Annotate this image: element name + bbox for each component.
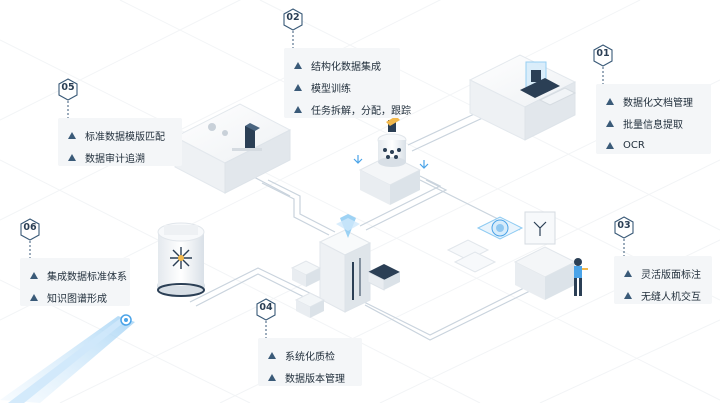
callout-06: 集成数据标准体系 知识图谱形成 bbox=[20, 258, 130, 306]
bullet-icon bbox=[606, 97, 614, 105]
callout-02-item-2: 模型训练 bbox=[311, 83, 351, 95]
badge-06: 06 bbox=[20, 218, 40, 258]
template-server bbox=[173, 103, 292, 194]
callout-01-item-3: OCR bbox=[623, 139, 645, 151]
bullet-icon bbox=[68, 131, 76, 139]
bullet-icon bbox=[268, 351, 276, 359]
callout-03-item-2: 无缝人机交互 bbox=[641, 291, 701, 303]
bullet-icon bbox=[30, 271, 38, 279]
document-station bbox=[468, 54, 577, 141]
bullet-icon bbox=[624, 269, 632, 277]
bullet-icon bbox=[606, 141, 614, 149]
callout-04-item-2: 数据版本管理 bbox=[285, 373, 345, 385]
callout-02-item-3: 任务拆解，分配，跟踪 bbox=[311, 105, 411, 117]
callout-06-item-1: 集成数据标准体系 bbox=[47, 271, 127, 283]
badge-03: 03 bbox=[614, 216, 634, 256]
badge-04: 04 bbox=[256, 298, 276, 338]
badge-06-number: 06 bbox=[23, 222, 37, 233]
callout-01-item-2: 批量信息提取 bbox=[623, 119, 683, 131]
hexagon-icon bbox=[283, 8, 303, 48]
hexagon-icon bbox=[20, 218, 40, 258]
bullet-icon bbox=[294, 83, 302, 91]
callout-05-item-2: 数据审计追溯 bbox=[85, 153, 145, 165]
hexagon-icon bbox=[256, 298, 276, 338]
bullet-icon bbox=[624, 291, 632, 299]
callout-05: 标准数据模版匹配 数据审计追溯 bbox=[58, 118, 182, 166]
badge-01-number: 01 bbox=[596, 48, 610, 59]
callout-04-item-1: 系统化质检 bbox=[285, 351, 335, 363]
bullet-icon bbox=[294, 105, 302, 113]
callout-06-item-2: 知识图谱形成 bbox=[47, 293, 107, 305]
badge-05: 05 bbox=[58, 78, 78, 118]
bullet-icon bbox=[268, 373, 276, 381]
bullet-icon bbox=[606, 119, 614, 127]
badge-02-number: 02 bbox=[286, 12, 300, 23]
bullet-icon bbox=[68, 153, 76, 161]
center-server-tower bbox=[318, 214, 372, 313]
badge-02: 02 bbox=[283, 8, 303, 48]
badge-04-number: 04 bbox=[259, 302, 273, 313]
callout-02: 结构化数据集成 模型训练 任务拆解，分配，跟踪 bbox=[284, 48, 411, 118]
task-machine bbox=[353, 116, 429, 205]
bullet-icon bbox=[30, 293, 38, 301]
callout-04: 系统化质检 数据版本管理 bbox=[258, 338, 362, 386]
callout-01-item-1: 数据化文档管理 bbox=[623, 97, 693, 109]
hexagon-icon bbox=[58, 78, 78, 118]
callout-02-item-1: 结构化数据集成 bbox=[311, 61, 381, 73]
callout-05-item-1: 标准数据模版匹配 bbox=[85, 131, 165, 143]
storage-boxes bbox=[290, 260, 400, 318]
callout-01: 数据化文档管理 批量信息提取 OCR bbox=[596, 84, 711, 154]
badge-03-number: 03 bbox=[617, 220, 631, 231]
callout-03-item-1: 灵活版面标注 bbox=[641, 269, 701, 281]
annotation-desk bbox=[446, 211, 588, 300]
callout-03: 灵活版面标注 无缝人机交互 bbox=[614, 256, 712, 304]
bullet-icon bbox=[294, 61, 302, 69]
hexagon-icon bbox=[614, 216, 634, 256]
badge-01: 01 bbox=[593, 44, 613, 84]
knowledge-graph-cylinder bbox=[120, 222, 205, 326]
hexagon-icon bbox=[593, 44, 613, 84]
badge-05-number: 05 bbox=[61, 82, 75, 93]
